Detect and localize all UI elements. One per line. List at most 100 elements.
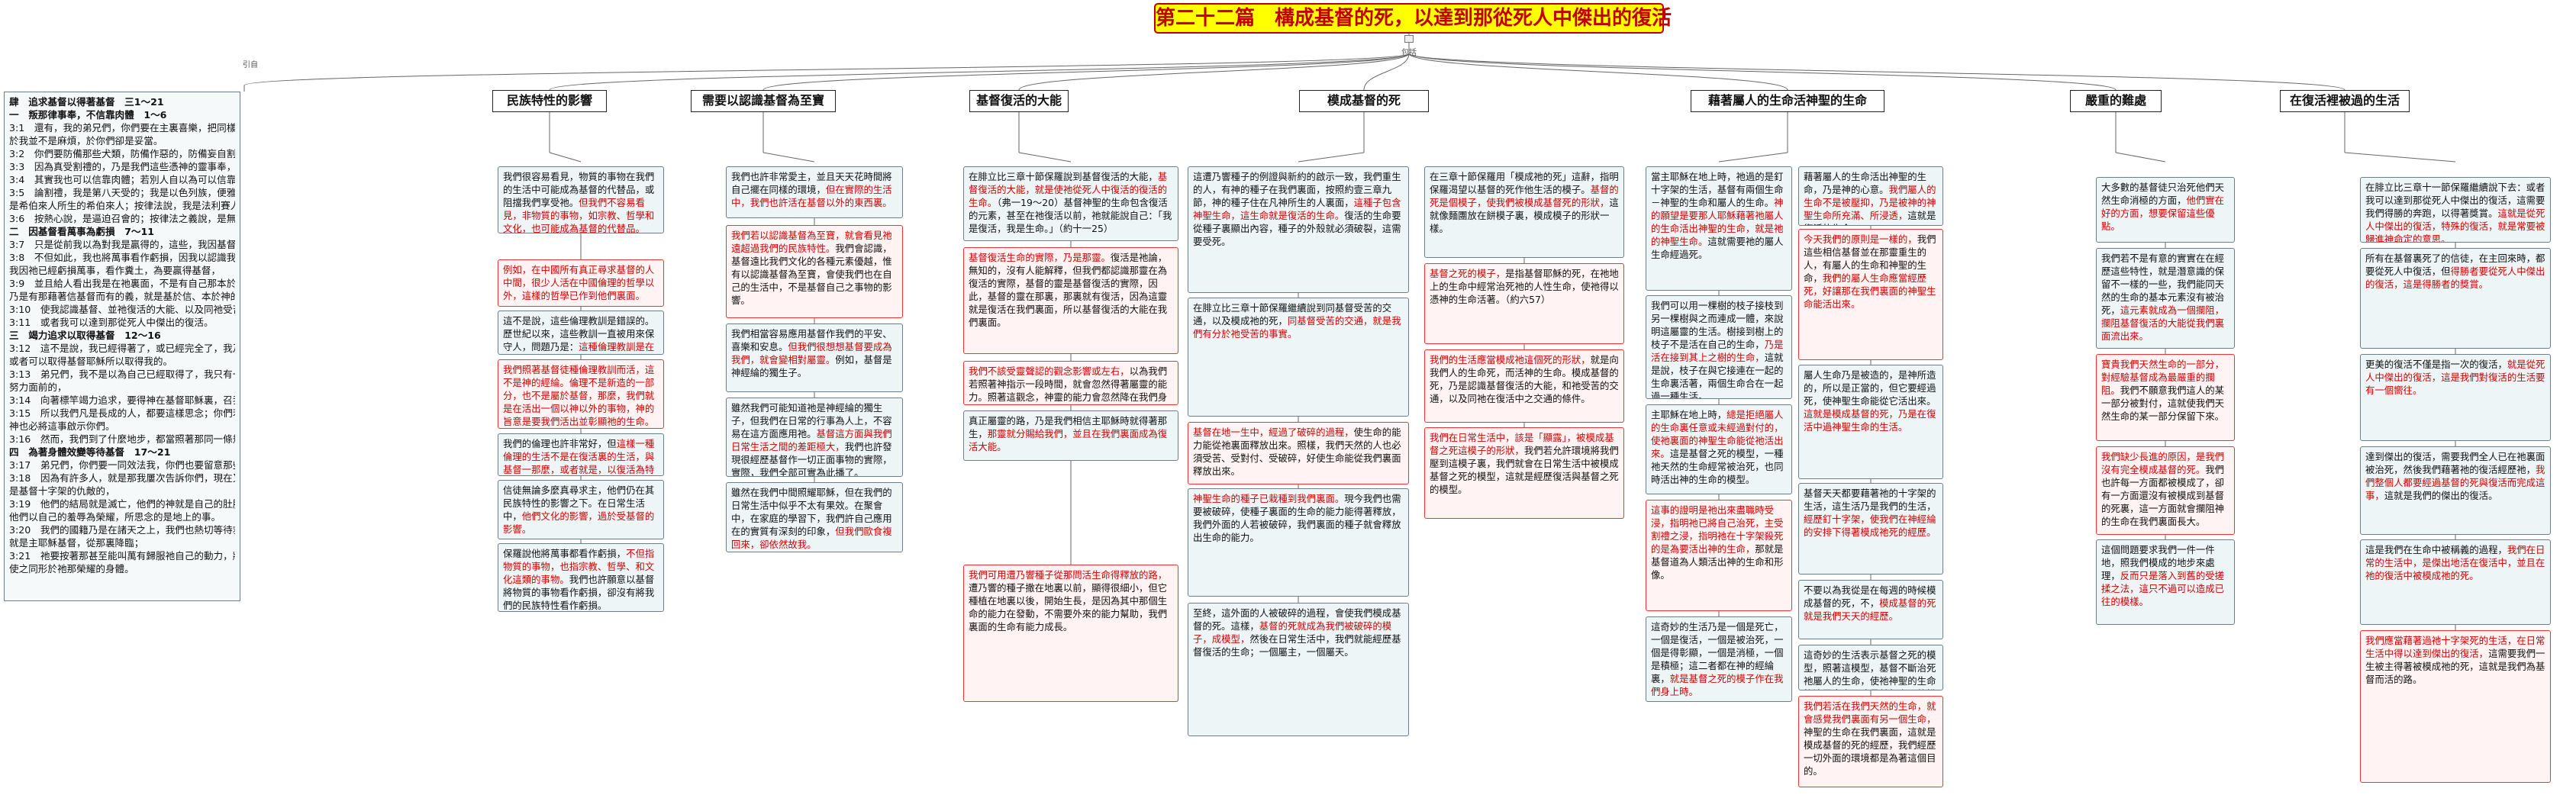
connector-line bbox=[1018, 53, 1410, 91]
note-box[interactable]: 神聖生命的種子已栽種到我們裏面。現今我們也需要被破碎，使種子裏面的生命的能力能得… bbox=[1188, 488, 1409, 597]
note-box[interactable]: 在腓立比三章十節保羅繼續說到同基督受苦的交通，以及模成祂的死，同基督受苦的交通，… bbox=[1188, 298, 1409, 417]
outline-verse: 3:11 或者我可以達到那從死人中傑出的復活。 bbox=[9, 317, 214, 328]
note-text-segment: 這就像麵團放在餅模子裏，模成模子的形狀一樣。 bbox=[1430, 197, 1619, 234]
note-box[interactable]: 我們的生活應當模成祂這個死的形狀，就是向我們人的生命死，而活神的生命。模成基督的… bbox=[1424, 349, 1624, 423]
central-title[interactable]: 第二十二篇 構成基督的死，以達到那從死人中傑出的復活 bbox=[1154, 3, 1672, 34]
note-box[interactable]: 在腓立比三章十一節保羅繼續說下去：或者我可以達到那從死人中傑出的復活，這需要我們… bbox=[2360, 177, 2551, 243]
note-box[interactable]: 例如，在中國所有真正尋求基督的人中間，很少人活在中國倫理的哲學以外，這樣的哲學已… bbox=[498, 259, 664, 307]
note-box[interactable]: 寶貴我們天然生命的一部分，對經驗基督成為最嚴重的攔阻。我們不願意我們這人的某一部… bbox=[2096, 354, 2235, 441]
note-text-segment: 我們也許發現很經歷基督作一切正面事物的實際，實際，我們全部可實為此播了。 bbox=[731, 441, 892, 477]
note-box[interactable]: 屬人生命乃是被造的，是神所造的，所以是正當的，但它要經過死，使神聖生命能從它活出… bbox=[1798, 365, 1943, 479]
note-box[interactable]: 當主耶穌在地上時，祂過的是釘十字架的生活，基督有兩個生命－神聖的生命和屬人的生命… bbox=[1646, 166, 1792, 291]
note-text: 更美的復活不僅是指一次的復活，就是從死人中傑出的復活，這是我們對復活的生活要有一… bbox=[2365, 358, 2545, 397]
note-box[interactable]: 今天我們的原則是一樣的，我們這些相信基督並在那靈重生的人，有屬人的生命和神聖的生… bbox=[1798, 229, 1943, 360]
outline-verse: 3:15 所以我們凡是長成的人，都要這樣思念；你們若在什麼事上不同， bbox=[9, 407, 235, 419]
note-box[interactable]: 這遭乃響種子的例證與新約的啟示一致，我們重生的人，有神的種子在我們裏面，按照約壹… bbox=[1188, 166, 1409, 293]
highlighted-text: 這是基督之死的模型所產生的生命。 bbox=[1804, 688, 1936, 690]
note-text: 基督天天都要藉著祂的十字架的生活，這生活乃是我們的生活，經歷釘十字架，使我們在神… bbox=[1804, 487, 1938, 539]
note-box[interactable]: 基督之死的模子，是指基督耶穌的死，在祂地上的生命中經常治死祂的人性生命，使祂得以… bbox=[1424, 263, 1624, 344]
note-text-segment: 真正屬靈的路，乃是我們相信主耶穌時就得著那生， bbox=[969, 415, 1168, 439]
note-box[interactable]: 我們可用遭乃響種子從那問活生命得釋放的路，遭乃響的種子撒在地裏以前，顯得很細小，… bbox=[963, 565, 1178, 702]
topic-heading[interactable]: 模成基督的死 bbox=[1299, 90, 1429, 112]
outline-heading: 肆 追求基督以得著基督 三1～21 bbox=[9, 96, 164, 108]
highlighted-text: 那靈就分賜給我們，並且在我們裏面成為復活大能。 bbox=[969, 428, 1168, 452]
note-text-segment: 神聖的生命在我們裏面，這就是模成基督的死的經歷，我們經歷一切外面的環境都是為著這… bbox=[1804, 726, 1936, 777]
note-box[interactable]: 所有在基督裏死了的信徒，在主回來時，都要從死人中復活，但得勝者要從死人中傑出的復… bbox=[2360, 248, 2551, 349]
topic-heading[interactable]: 藉著屬人的生命活神聖的生命 bbox=[1691, 90, 1884, 112]
highlighted-text: 但我們很想想基督要成為我們，就會變相對屬靈。 bbox=[731, 341, 892, 365]
note-box[interactable]: 不要以為我從是在每週的時候模成基督的死，不，模成基督的死就是我們天天的經歷。 bbox=[1798, 580, 1943, 639]
note-box[interactable]: 信徒無論多麼真尋求主，他們仍在其民族特性的影響之下。在日常生活中，他們文化的影響… bbox=[498, 480, 664, 539]
note-box[interactable]: 主耶穌在地上時，總是拒絕屬人的生命裏任意或未經過對付的，使祂裏面的神聖生命能從祂… bbox=[1646, 404, 1792, 494]
topic-heading[interactable]: 嚴重的難處 bbox=[2070, 90, 2162, 112]
connector-line bbox=[1408, 53, 2117, 91]
note-box[interactable]: 我們相當容易應用基督作我們的平安、喜樂和安息。但我們很想想基督要成為我們，就會變… bbox=[726, 323, 903, 392]
note-box[interactable]: 我們若活在我們天然的生命，就會感覺我們裏面有另一個生命，神聖的生命在我們裏面，這… bbox=[1798, 696, 1943, 787]
note-text: 主耶穌在地上時，總是拒絕屬人的生命裏任意或未經過對付的，使祂裏面的神聖生命能從祂… bbox=[1651, 408, 1787, 486]
note-text: 寶貴我們天然生命的一部分，對經驗基督成為最嚴重的攔阻。我們不願意我們這人的某一部… bbox=[2101, 358, 2229, 423]
note-box[interactable]: 我們也許非常愛主，並且天天花時間將自己擺在同樣的環境，但在實際的生活中，我們也許… bbox=[726, 166, 903, 218]
outline-verse: 3:10 使我認識基督、並祂復活的大能、以及同祂受苦的交通，模成祂的死， bbox=[9, 304, 235, 315]
note-text: 這是我們在生命中被稱義的過程，我們在日常的生活中，是傑出地活在復活中，並且在祂的… bbox=[2365, 543, 2545, 582]
note-box[interactable]: 我們應當藉著過祂十字架死的生活，在日常生活中得以達到傑出的復活，這需要我們一生被… bbox=[2360, 630, 2551, 783]
note-box[interactable]: 在腓立比三章十節保羅說到基督復活的大能，基督復活的大能，就是使祂從死人中復活的復… bbox=[963, 166, 1178, 241]
highlighted-text: 同基督受苦的交通，就是我們有分於祂受苦的事實。 bbox=[1193, 315, 1401, 340]
note-box[interactable]: 我們缺少長進的原因，是我們沒有完全模成基督的死。我們也許每一方面都被模成了，卻有… bbox=[2096, 446, 2235, 535]
highlighted-text: 我們不該受靈聲認的觀念影響或左右， bbox=[969, 365, 1130, 377]
note-text-segment: 保羅說他將萬事都看作虧損， bbox=[503, 548, 627, 559]
note-box[interactable]: 這奇妙的生活表示基督之死的模型，照著這模型，基督不斷治死祂屬人的生命，使祂神聖的… bbox=[1798, 645, 1943, 690]
note-box[interactable]: 我們的倫理也許非常好，但這樣一種倫理的生活不是在復活裏的生活，與基督一那麼，或者… bbox=[498, 433, 664, 476]
note-box[interactable]: 真正屬靈的路，乃是我們相信主耶穌時就得著那生，那靈就分賜給我們，並且在我們裏面成… bbox=[963, 410, 1178, 461]
note-box[interactable]: 至終，這外面的人被破碎的過程，會使我們模成基督的死。這樣，基督的死就成為我們被破… bbox=[1188, 603, 1409, 736]
note-box[interactable]: 這不是說，這些倫理教訓是錯誤的。歷世紀以來，這些教訓一直被用來保守人，問題乃是：… bbox=[498, 311, 664, 355]
note-text-segment: 這是基督之死的模型，一種祂天然的生命經常被治死，也同時活出神的生命的模型。 bbox=[1651, 448, 1784, 485]
note-text: 我們的生活應當模成祂這個死的形狀，就是向我們人的生命死，而活神的生命。模成基督的… bbox=[1430, 353, 1619, 405]
highlighted-text: 神聖生命的種子已栽種到我們裏面。 bbox=[1193, 493, 1345, 504]
note-box[interactable]: 我們不該受靈聲認的觀念影響或左右，以為我們若照著神指示一段時間，就會忽然得著屬靈… bbox=[963, 361, 1178, 405]
outline-verse: 是希伯來人所生的希伯來人；按律法說，我是法利賽人； bbox=[9, 200, 235, 211]
note-box[interactable]: 我們在日常生活中，該是「顯露」，被模成基督之死這模子的形狀，我們若允許環境將我們… bbox=[1424, 427, 1624, 519]
note-box[interactable]: 雖然在我們中間照耀耶穌，但在我們的日常生活中似乎不太有果效。在聚會中，在家庭的學… bbox=[726, 482, 903, 552]
note-box[interactable]: 保羅說他將萬事都看作虧損，不但指物質的事物，也指宗教、哲學、和文化這類的事物。我… bbox=[498, 543, 664, 612]
connector-line bbox=[762, 152, 815, 163]
note-box[interactable]: 這個問題要求我們一件一件地，照我們模成的地步來處理，反而只是落入到舊的受搓揉之法… bbox=[2096, 539, 2235, 625]
highlighted-text: 經歷釘十字架，使我們在神經綸的安排下得著模成祂死的經歷。 bbox=[1804, 513, 1936, 538]
note-box[interactable]: 藉著屬人的生命活出神聖的生命，乃是神的心意。我們屬人的生命不是被壓抑，乃是被神的… bbox=[1798, 166, 1943, 226]
highlighted-text: 我們應當藉著過祂十字架死的生活，在日常生活中得以達到傑出的復活， bbox=[2365, 635, 2545, 659]
highlighted-text: 我們在日常的生活中，是傑出地活在復活中，並且在祂的復活中被模成祂的死。 bbox=[2365, 544, 2545, 581]
note-box[interactable]: 我們照著基督徒種倫理教訓而活，這不是神的經綸。倫理不是新造的一部分，也不是屬於基… bbox=[498, 359, 664, 429]
highlighted-text: 模成基督的死就是我們天天的經歷。 bbox=[1804, 597, 1936, 622]
note-text: 達到傑出的復活，需要我們全人已在祂裏面被治死，然後我們藉著祂的復活經歷祂，我們整… bbox=[2365, 450, 2545, 502]
note-box[interactable]: 我們若以認識基督為至寶，就會看見祂遠超過我們的民族特性。我們會認識，基督遠比我們… bbox=[726, 225, 903, 318]
note-box[interactable]: 達到傑出的復活，需要我們全人已在祂裏面被治死，然後我們藉著祂的復活經歷祂，我們整… bbox=[2360, 446, 2551, 535]
note-box[interactable]: 我們很容易看見，物質的事物在我們的生活中可能成為基督的代替品，或阻擋我們享受祂。… bbox=[498, 166, 664, 233]
topic-heading[interactable]: 民族特性的影響 bbox=[492, 90, 607, 112]
note-box[interactable]: 我們可以用一棵樹的枝子接枝到另一棵樹與之而連成一體，來說明這屬靈的生活。樹接到樹… bbox=[1646, 295, 1792, 399]
note-box[interactable]: 基督天天都要藉著祂的十字架的生活，這生活乃是我們的生活，經歷釘十字架，使我們在神… bbox=[1798, 483, 1943, 575]
outline-verse: 就是主耶穌基督，從那裏降臨； bbox=[9, 537, 144, 549]
note-text: 我們不該受靈聲認的觀念影響或左右，以為我們若照著神指示一段時間，就會忽然得著屬靈… bbox=[969, 365, 1173, 404]
highlighted-text: 這樣一種倫理的生活不是在復活裏的生活，與基督一那麼，或者就是，以復活為特徵的生活… bbox=[503, 438, 655, 475]
note-box[interactable]: 基督在地一生中，經過了破碎的過程，使生命的能力能從祂裏面釋放出來。照樣，我們天然… bbox=[1188, 422, 1409, 484]
note-box[interactable]: 更美的復活不僅是指一次的復活，就是從死人中傑出的復活，這是我們對復活的生活要有一… bbox=[2360, 354, 2551, 441]
outline-verse: 於我並不是麻煩，於你們卻是妥當。 bbox=[9, 135, 163, 146]
note-text: 我們的倫理也許非常好，但這樣一種倫理的生活不是在復活裏的生活，與基督一那麼，或者… bbox=[503, 437, 659, 475]
topic-heading[interactable]: 在復活裡被過的生活 bbox=[2280, 90, 2410, 112]
note-text-segment: 這就是復活的生命。 bbox=[1804, 210, 1936, 225]
note-box[interactable]: 在三章十節保羅用「模成祂的死」這辭，指明保羅渴望以基督的死作他生活的模子。基督的… bbox=[1424, 166, 1624, 258]
note-box[interactable]: 雖然我們可能知道祂是神經綸的獨生子，但我們在日常的行事為人上，不容易在這方面應用… bbox=[726, 398, 903, 477]
note-box[interactable]: 大多數的基督徒只治死他們天然生命消極的方面，他們實在好的方面，想要保留這些優點。 bbox=[2096, 177, 2235, 243]
note-box[interactable]: 我們若不是有意的實實在在經歷這些特性，就是潛意識的保留不一樣的一些，我們能同天然… bbox=[2096, 248, 2235, 349]
highlighted-text: 他們實在好的方面，想要保留這些優點。 bbox=[2101, 195, 2225, 232]
highlighted-text: 我們若活在我們天然的生命，就會感覺我們裏面有另一個生命， bbox=[1804, 700, 1936, 725]
note-box[interactable]: 這奇妙的生活乃是一個是死亡，一個是復活，一個是被治死，一個是得彰顯，一個是消極，… bbox=[1646, 616, 1792, 702]
note-box[interactable]: 這是我們在生命中被稱義的過程，我們在日常的生活中，是傑出地活在復活中，並且在祂的… bbox=[2360, 539, 2551, 625]
note-text-segment: 在腓立比三章十節保羅繼續說到同基督受苦的交通，以及模成祂的死， bbox=[1193, 302, 1392, 327]
note-box[interactable]: 基督復活生命的實際，乃是那靈。復活是祂論，無知的，沒有人能解釋，但我們都認識那靈… bbox=[963, 247, 1178, 354]
note-box[interactable]: 這事的證明是祂出來盡職時受浸，指明祂已將自己治死，主受割禮之浸，指明祂在十字架殺… bbox=[1646, 500, 1792, 611]
outline-verse: 我因祂已經虧損萬事，看作糞土，為要贏得基督， bbox=[9, 265, 221, 276]
topic-heading[interactable]: 需要以認識基督為至寶 bbox=[691, 90, 836, 112]
topic-heading[interactable]: 基督復活的大能 bbox=[969, 90, 1069, 112]
